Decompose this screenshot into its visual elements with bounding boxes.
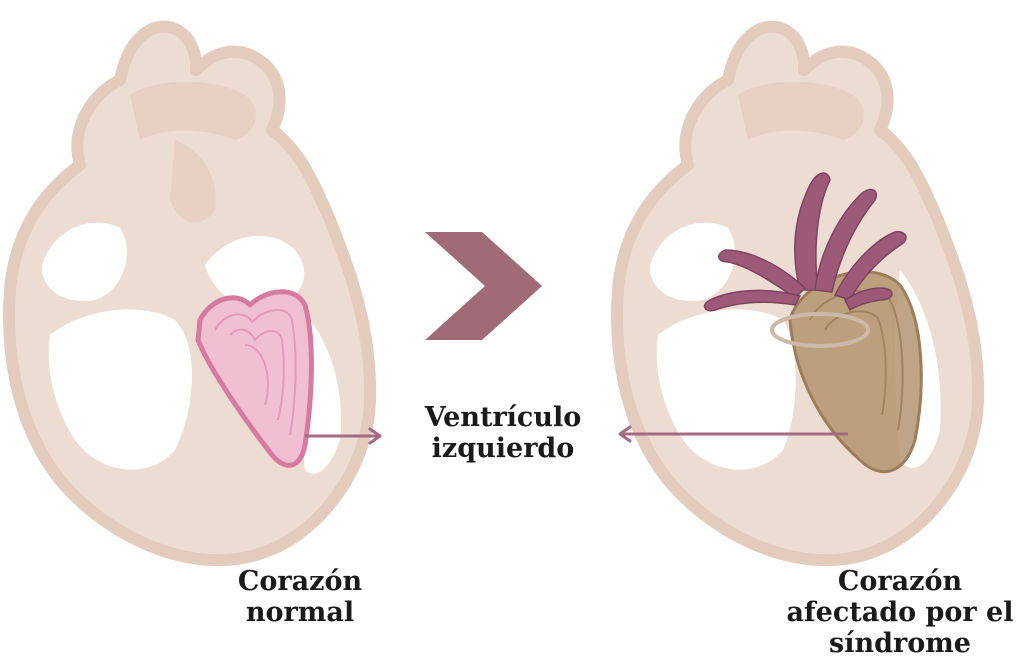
left-ventricle-label-line1: Ventrículo (388, 402, 618, 433)
affected-heart-caption-line1: Corazón (770, 566, 1026, 597)
affected-heart-caption: Corazón afectado por el síndrome (770, 566, 1026, 659)
affected-heart-caption-line3: síndrome (770, 628, 1026, 659)
left-ventricle-label: Ventrículo izquierdo (388, 402, 618, 464)
normal-heart (9, 27, 380, 561)
affected-heart-caption-line2: afectado por el (770, 597, 1026, 628)
normal-heart-caption-line2: normal (180, 597, 420, 628)
chevron-arrow-icon (425, 232, 542, 340)
affected-heart (617, 27, 978, 561)
normal-heart-caption-line1: Corazón (180, 566, 420, 597)
normal-heart-caption: Corazón normal (180, 566, 420, 628)
left-ventricle-label-line2: izquierdo (388, 433, 618, 464)
